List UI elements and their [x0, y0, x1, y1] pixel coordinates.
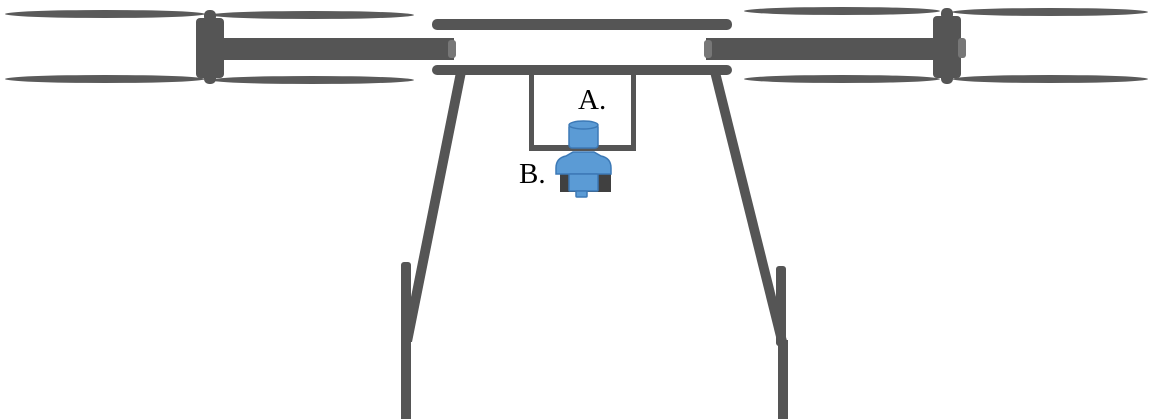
label-a: A. [578, 84, 606, 116]
center-body [432, 19, 732, 75]
right-motor-side-highlight [958, 38, 966, 58]
sensor-b-block [568, 173, 599, 192]
right-landing-strut [710, 72, 788, 345]
landing-gear [401, 72, 788, 419]
top-plate [432, 19, 732, 30]
left-motor-assembly [5, 10, 456, 84]
left-propeller-top-left [5, 10, 205, 18]
sensor-b-stem [575, 190, 588, 198]
right-propeller-bottom-right [952, 75, 1148, 83]
right-arm-end-highlight [704, 40, 712, 58]
right-propeller-bottom-left [744, 75, 940, 83]
right-motor-assembly [704, 7, 1148, 84]
label-b: B. [519, 158, 546, 190]
right-propeller-top-right [952, 8, 1148, 16]
bottom-plate [432, 65, 732, 75]
sensor-a-top [568, 120, 599, 130]
left-arm-end-highlight [448, 40, 456, 58]
left-landing-strut [402, 72, 466, 342]
left-propeller-top-right [210, 11, 414, 19]
left-propeller-bottom-right [210, 76, 414, 84]
sensor-b [555, 151, 612, 198]
left-propeller-bottom-left [5, 75, 205, 83]
sensor-a [568, 120, 599, 149]
right-motor-body [933, 16, 961, 78]
sensor-b-body [555, 151, 612, 175]
left-landing-leg-lower [401, 338, 411, 419]
right-propeller-top-left [744, 7, 940, 15]
gimbal-mount-right-bar [631, 74, 636, 150]
right-arm [706, 38, 936, 60]
left-arm [222, 38, 454, 60]
right-landing-leg-lower [778, 340, 788, 419]
right-landing-leg-upper [776, 266, 786, 346]
left-motor-body [196, 18, 224, 78]
left-landing-leg-upper [401, 262, 411, 342]
gimbal-mount-left-bar [529, 74, 534, 150]
